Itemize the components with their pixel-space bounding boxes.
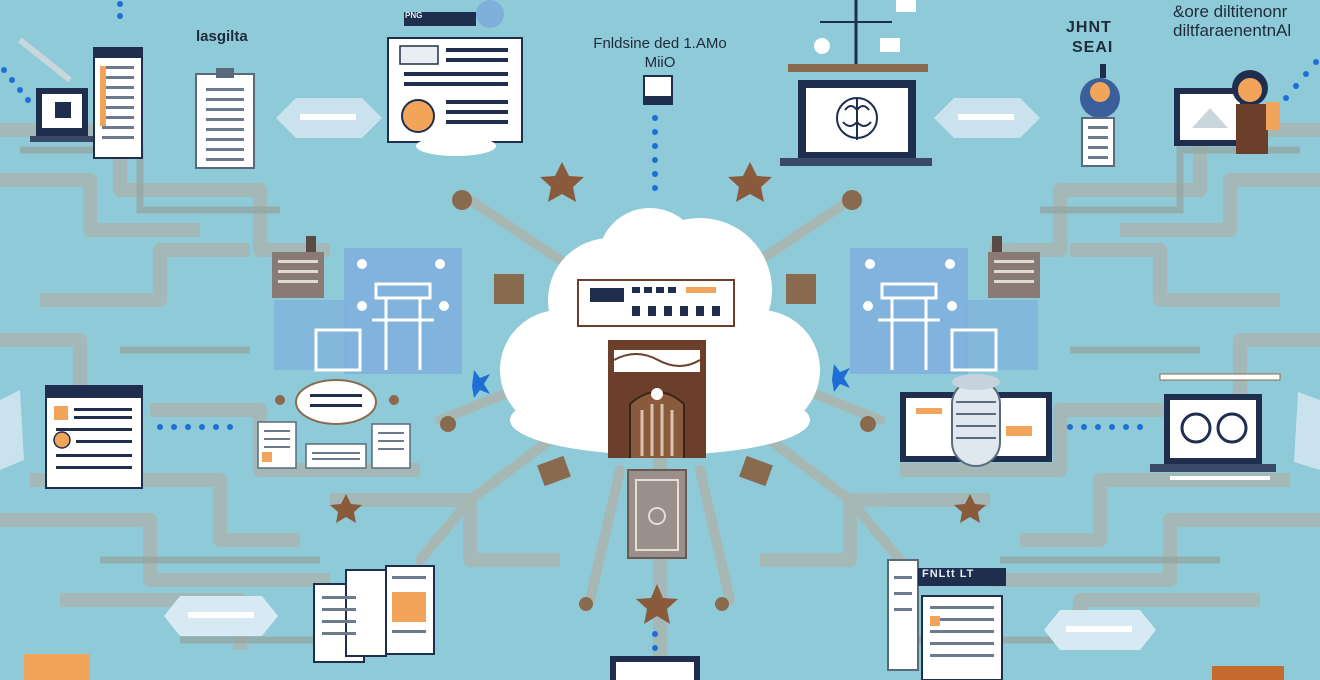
- star-icon: [330, 162, 986, 624]
- document-cards-left: [257, 421, 411, 469]
- laptop-icon-mid-right: [1150, 373, 1320, 480]
- document-icon-top-left: [93, 47, 143, 159]
- brain-icon: [836, 97, 878, 140]
- ladder-panel-icon: [627, 469, 687, 559]
- resume-card-icon: [387, 0, 523, 156]
- arrow-chevron-right: [934, 98, 1040, 138]
- right-label-line1: JHNT: [1066, 19, 1112, 36]
- far-right-label-line2: diltfaraenentnAl: [1173, 21, 1292, 40]
- center-subtitle: MiiO: [644, 54, 676, 71]
- right-label-line2: SEAI: [1072, 39, 1114, 56]
- server-cylinder-icon: [900, 374, 1052, 467]
- far-right-label-line1: &ore diltitenonr: [1173, 2, 1288, 21]
- blueprint-panel-left: [272, 236, 462, 374]
- document-icon-mid-left: [0, 385, 143, 489]
- scale-icon: [788, 0, 928, 72]
- bottom-left-chevron: [24, 596, 278, 680]
- dotted-connectors: [1, 1, 1319, 651]
- report-icon-bottom-right: [887, 559, 1006, 680]
- center-title: Fnldsine ded 1.AMo: [593, 35, 727, 52]
- device-icon-bottom-center: [610, 656, 700, 680]
- document-stack-bottom-left: [313, 565, 435, 663]
- laptop-icon-top-right: [1174, 70, 1280, 154]
- speech-bubble-icon: [275, 379, 399, 425]
- blueprint-panel-right: [850, 236, 1040, 374]
- sparkle-icon: [472, 364, 850, 398]
- profile-avatar-icon: [1080, 64, 1120, 167]
- network-node-icon: [440, 190, 876, 611]
- arrow-chevron-left: [276, 98, 382, 138]
- top-tag-label: PNG: [405, 11, 423, 20]
- laptop-icon-top-left: [18, 37, 94, 142]
- left-label: lasgilta: [196, 28, 248, 45]
- bottom-right-banner-label: FNLtt LT: [922, 568, 975, 580]
- document-icon-clip: [195, 68, 255, 169]
- pipe-network: [0, 123, 1320, 680]
- bottom-right-chevron: [1044, 610, 1284, 680]
- device-icon-center-top: [643, 75, 673, 105]
- status-panel-icon: [577, 279, 735, 327]
- laptop-icon-brain: [780, 80, 932, 166]
- gate-icon: [608, 340, 706, 458]
